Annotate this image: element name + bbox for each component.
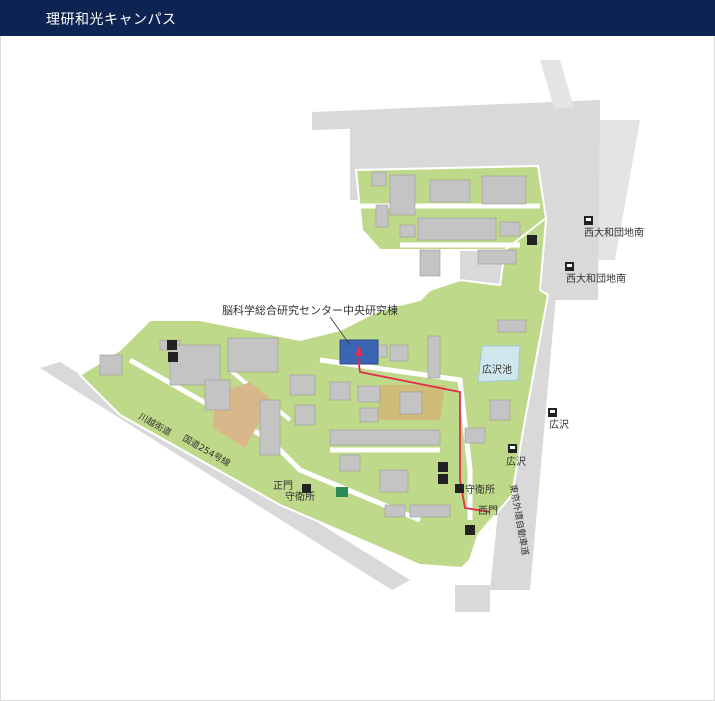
label-hirosawa-pond: 広沢池 (482, 363, 512, 376)
target-marker-icon (355, 345, 363, 356)
buildings (99, 171, 527, 518)
header-bar: 理研和光キャンパス (0, 0, 715, 36)
accessible-parking-icon (167, 340, 178, 362)
target-building-label: 脳科学総合研究センター中央研究棟 (222, 303, 398, 317)
guard-icon (455, 484, 464, 493)
guard-icon (302, 484, 311, 493)
target-label-pointer (329, 316, 351, 346)
info-icon (336, 487, 348, 497)
label-guard-main: 守衛所 (285, 490, 315, 503)
hirosawa-pond (477, 345, 521, 383)
label-station-north: 西大和団地南 (584, 226, 644, 239)
page-title: 理研和光キャンパス (46, 12, 177, 28)
bus-stop-icon[interactable] (508, 444, 517, 453)
accessible-parking-icon (438, 462, 448, 484)
bus-stop-icon[interactable] (584, 216, 593, 225)
bus-stop-icon[interactable] (548, 408, 557, 417)
label-station-south: 西大和団地南 (566, 272, 626, 285)
campus-map[interactable]: 脳科学総合研究センター中央研究棟 西大和団地南 西大和団地南 広沢池 広沢 広沢… (0, 36, 715, 701)
parking-icon (465, 525, 475, 535)
label-west-gate: 西門 (478, 505, 498, 517)
label-main-gate: 正門 (273, 480, 293, 492)
walking-route (357, 357, 491, 513)
label-hirosawa-2: 広沢 (506, 455, 526, 468)
parking-icon (527, 235, 537, 245)
label-guard-west: 守衛所 (465, 483, 495, 496)
bus-stop-icon[interactable] (565, 262, 574, 271)
label-hirosawa-1: 広沢 (549, 418, 569, 431)
